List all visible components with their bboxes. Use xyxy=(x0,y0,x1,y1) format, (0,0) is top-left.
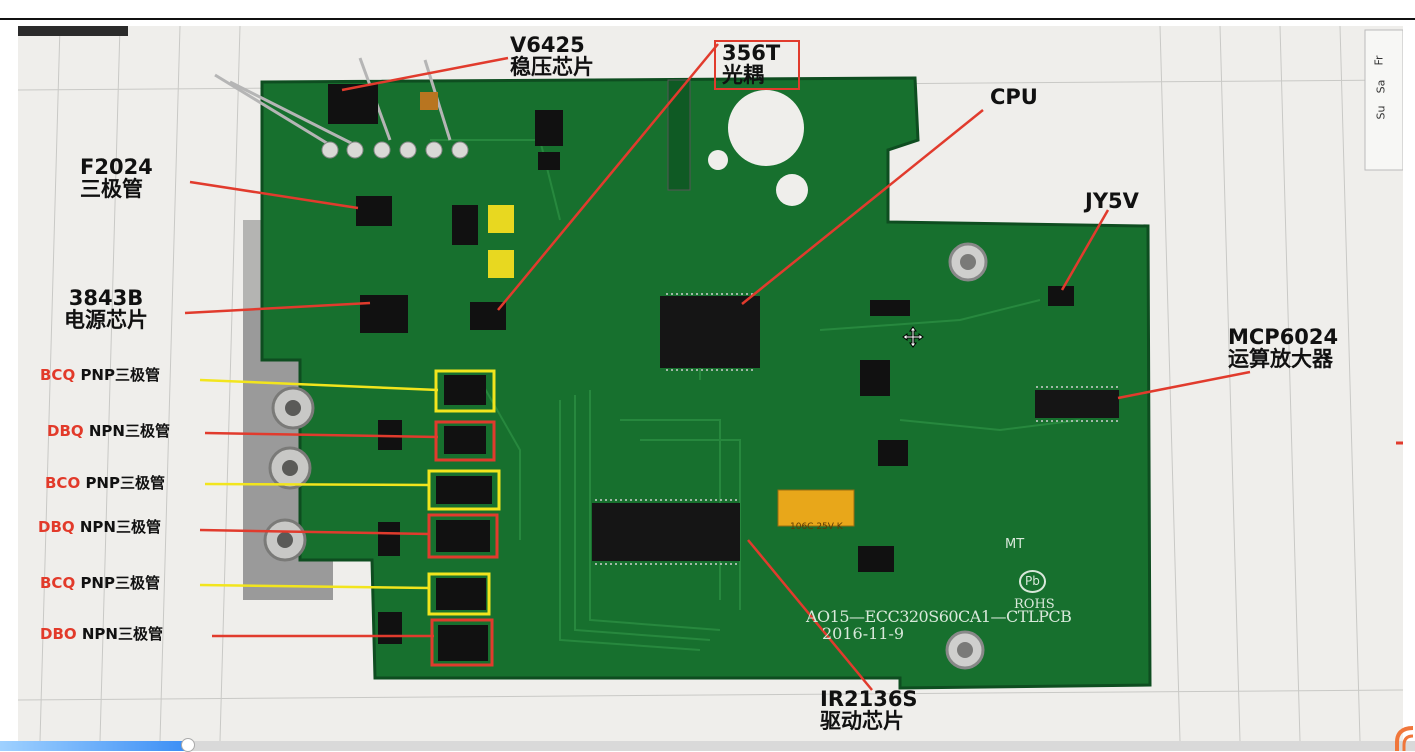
calendar-tab-su: Su xyxy=(1374,105,1388,120)
window-top-bar xyxy=(0,0,1415,20)
label-3843b-desc: 电源芯片 xyxy=(64,308,148,333)
calendar-tab-fr: Fr xyxy=(1372,55,1386,66)
corner-logo-icon[interactable] xyxy=(1393,724,1415,751)
label-mcp6024-desc: 运算放大器 xyxy=(1228,347,1333,372)
calendar-tab-sa: Sa xyxy=(1374,79,1388,94)
board-date-marking: 2016-11-9 xyxy=(822,624,905,643)
move-cursor-icon xyxy=(902,326,924,348)
transistor-2-text: NPN三极管 xyxy=(88,422,170,440)
transistor-6-code: DBO xyxy=(40,625,77,643)
board-pb-logo: Pb xyxy=(1019,570,1046,593)
pcb-photo: MT Pb ROHS AO15—ECC320S60CA1—CTLPCB 2016… xyxy=(18,26,1403,741)
transistor-5-code: BCQ xyxy=(40,574,76,592)
label-f2024-desc: 三极管 xyxy=(80,177,143,202)
label-ir2136s: IR2136S 驱动芯片 xyxy=(820,688,918,732)
board-rohs-marking: ROHS xyxy=(1014,597,1055,612)
video-progress-track[interactable] xyxy=(0,741,1415,751)
label-v6425-desc: 稳压芯片 xyxy=(510,55,594,80)
transistor-1-text: PNP三极管 xyxy=(80,366,160,384)
label-transistor-1: BCQ PNP三极管 xyxy=(40,366,160,384)
label-3843b: 3843B 电源芯片 xyxy=(64,287,148,331)
opto-label-box xyxy=(714,40,800,90)
label-mcp6024-part: MCP6024 xyxy=(1228,325,1339,349)
transistor-6-text: NPN三极管 xyxy=(81,625,163,643)
transistor-5-text: PNP三极管 xyxy=(80,574,160,592)
label-ir2136s-desc: 驱动芯片 xyxy=(820,709,904,734)
label-cpu: CPU xyxy=(990,85,1038,109)
label-transistor-3: BCO PNP三极管 xyxy=(45,474,165,492)
label-356t-part: 356T xyxy=(722,41,781,65)
label-356t: 356T 光耦 xyxy=(722,42,780,86)
transistor-2-code: DBQ xyxy=(47,422,84,440)
video-progress-fill xyxy=(0,741,189,751)
label-f2024-part: F2024 xyxy=(80,155,153,179)
label-transistor-2: DBQ NPN三极管 xyxy=(47,422,170,440)
label-v6425-part: V6425 xyxy=(510,33,585,57)
capacitor-marking: 106C 25V K xyxy=(790,522,843,532)
transistor-4-code: DBQ xyxy=(38,518,75,536)
transistor-1-code: BCQ xyxy=(40,366,76,384)
label-mcp6024: MCP6024 运算放大器 xyxy=(1228,326,1338,370)
pcb-illustration xyxy=(18,26,1403,741)
board-model-marking: AO15—ECC320S60CA1—CTLPCB xyxy=(806,607,1072,626)
label-transistor-4: DBQ NPN三极管 xyxy=(38,518,161,536)
label-transistor-6: DBO NPN三极管 xyxy=(40,625,163,643)
label-f2024: F2024 三极管 xyxy=(80,156,153,200)
label-356t-desc: 光耦 xyxy=(722,63,764,88)
transistor-3-text: PNP三极管 xyxy=(85,474,165,492)
label-v6425: V6425 稳压芯片 xyxy=(510,34,594,78)
transistor-3-code: BCO xyxy=(45,474,81,492)
board-mt-marking: MT xyxy=(1005,537,1025,552)
label-ir2136s-part: IR2136S xyxy=(820,687,918,711)
label-jy5v: JY5V xyxy=(1085,189,1139,213)
label-transistor-5: BCQ PNP三极管 xyxy=(40,574,160,592)
label-3843b-part: 3843B xyxy=(68,286,144,310)
transistor-4-text: NPN三极管 xyxy=(79,518,161,536)
